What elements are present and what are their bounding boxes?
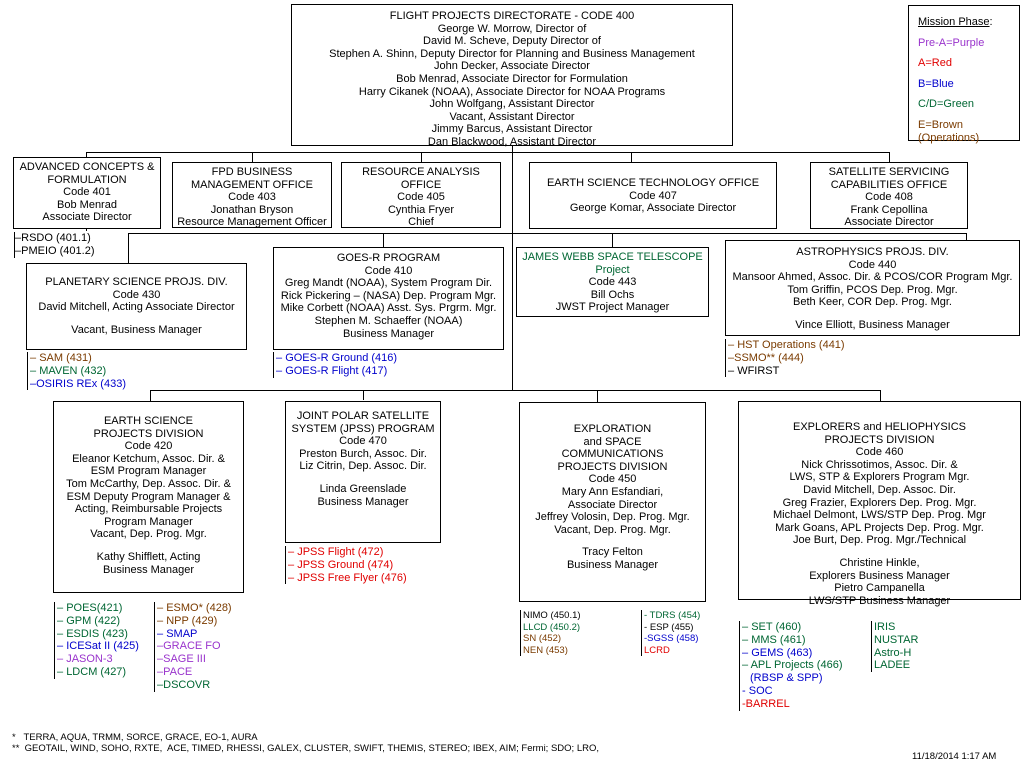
list-item: –SSMO** (444) [725,351,845,365]
exploration-projects-list-right: - TDRS (454) - ESP (455) -SGSS (458) LCR… [641,610,700,656]
list-item: – JPSS Flight (472) [285,546,407,559]
earth-tech-office-box: EARTH SCIENCE TECHNOLOGY OFFICE Code 407… [529,162,777,229]
list-item: SN (452) [520,633,581,645]
satellite-servicing-box: SATELLITE SERVICING CAPABILITIES OFFICE … [810,162,968,229]
directorate-line: Jimmy Barcus, Assistant Director [431,123,593,136]
earth-science-division-box: EARTH SCIENCE PROJECTS DIVISION Code 420… [53,401,244,593]
footnote-double-star: ** GEOTAIL, WIND, SOHO, RXTE, ACE, TIMED… [12,743,599,754]
explorers-projects-list-right: IRIS NUSTAR Astro-H LADEE [871,621,918,673]
jpss-projects-list: – JPSS Flight (472) – JPSS Ground (474) … [285,546,407,585]
list-item: LADEE [871,659,918,673]
list-item: –PACE [154,665,232,679]
directorate-line: Bob Menrad, Associate Director for Formu… [396,72,628,85]
fpd-business-box: FPD BUSINESS MANAGEMENT OFFICE Code 403 … [172,162,332,228]
list-item: – JPSS Ground (474) [285,558,407,572]
list-item: – MMS (461) [739,633,843,647]
legend-item: E=Brown (Operations) [918,118,980,144]
directorate-line: Vacant, Assistant Director [449,110,575,123]
list-item: – NPP (429) [154,614,232,628]
explorers-heliophysics-box: EXPLORERS and HELIOPHYSICS PROJECTS DIVI… [738,401,1021,607]
directorate-line: FLIGHT PROJECTS DIRECTORATE - CODE 400 [389,10,635,22]
list-item: – MAVEN (432) [27,364,126,378]
list-item: – GOES-R Ground (416) [273,352,397,365]
resource-analysis-box: RESOURCE ANALYSIS OFFICE Code 405 Cynthi… [341,162,501,228]
list-item: -SGSS (458) [641,633,700,645]
astrophysics-projects-list: – HST Operations (441) –SSMO** (444) – W… [725,339,845,378]
directorate-line: Dan Blackwood, Assistant Director [427,135,597,148]
list-item: IRIS [871,621,918,634]
exploration-division-box: EXPLORATION and SPACE COMMUNICATIONS PRO… [519,402,706,602]
list-item: - TDRS (454) [641,610,700,622]
legend-title: Mission Phase [918,16,990,28]
list-item: NIMO (450.1) [520,610,581,622]
legend-item: B=Blue [918,77,954,90]
jpss-program-box: JOINT POLAR SATELLITE SYSTEM (JPSS) PROG… [285,401,441,543]
list-item: – SMAP [154,627,232,641]
planetary-projects-list: – SAM (431) – MAVEN (432) –OSIRIS REx (4… [27,352,126,391]
list-item: LCRD [641,644,700,656]
directorate-line: Stephen A. Shinn, Deputy Director for Pl… [329,47,695,60]
list-item: – ESDIS (423) [54,627,139,641]
list-item: – GPM (422) [54,614,139,628]
list-item: – SAM (431) [27,352,126,365]
directorate-line: George W. Morrow, Director of [437,22,587,35]
planetary-science-box: PLANETARY SCIENCE PROJS. DIV. Code 430 D… [26,263,247,350]
list-item: –GRACE FO [154,640,232,654]
astrophysics-box: ASTROPHYSICS PROJS. DIV. Code 440 Mansoo… [725,240,1020,336]
directorate-line: Harry Cikanek (NOAA), Associate Director… [358,85,666,98]
advanced-concepts-box: ADVANCED CONCEPTS & FORMULATION Code 401… [13,157,161,229]
list-item: – WFIRST [725,364,845,378]
goes-r-program-box: GOES-R PROGRAM Code 410 Greg Mandt (NOAA… [273,247,504,350]
list-item: –DSCOVR [154,678,232,692]
exploration-projects-list-left: NIMO (450.1) LLCD (450.2) SN (452) NEN (… [520,610,581,656]
directorate-line: David M. Scheve, Deputy Director of [423,35,601,48]
advanced-concepts-list: –RSDO (401.1) –PMEIO (401.2) [14,232,95,258]
list-item: - ESP (455) [641,621,700,633]
list-item: – JPSS Free Flyer (476) [285,571,407,585]
mission-phase-legend: Mission Phase: Pre-A=Purple A=Red B=Blue… [908,5,1020,144]
directorate-line: John Wolfgang, Assistant Director [429,98,595,111]
list-item: – GEMS (463) [739,646,843,660]
list-item: –OSIRIS REx (433) [27,377,126,391]
list-item: – ICESat II (425) [54,640,139,654]
list-item: – ESMO* (428) [154,602,232,615]
footnote-single-star: * TERRA, AQUA, TRMM, SORCE, GRACE, EO-1,… [12,732,258,743]
legend-item: C/D=Green [918,98,974,110]
list-item: - SOC [739,684,843,698]
list-item: -BARREL [739,697,843,711]
list-item: – LDCM (427) [54,665,139,679]
list-item: –SAGE III [154,653,232,666]
list-item: – GOES-R Flight (417) [273,364,397,378]
earth-science-projects-list-left: – POES(421) – GPM (422) – ESDIS (423) – … [54,602,139,679]
list-item: – APL Projects (466) [739,659,843,673]
legend-item: A=Red [918,57,952,69]
jwst-project-box: JAMES WEBB SPACE TELESCOPE Project Code … [516,247,709,317]
explorers-projects-list-left: – SET (460) – MMS (461) – GEMS (463) – A… [739,621,843,711]
list-item: NUSTAR [871,633,918,647]
list-item: – SET (460) [739,621,843,634]
directorate-line: John Decker, Associate Director [434,60,590,73]
list-item: LLCD (450.2) [520,621,581,633]
list-item: (RBSP & SPP) [739,672,843,685]
list-item: – HST Operations (441) [725,339,845,352]
directorate-box: FLIGHT PROJECTS DIRECTORATE - CODE 400 G… [291,4,733,148]
legend-item: Pre-A=Purple [918,36,985,49]
earth-science-projects-list-right: – ESMO* (428) – NPP (429) – SMAP –GRACE … [154,602,232,692]
list-item: – JASON-3 [54,653,139,666]
list-item: Astro-H [871,646,918,660]
list-item: – POES(421) [54,602,139,615]
goes-r-projects-list: – GOES-R Ground (416) – GOES-R Flight (4… [273,352,397,378]
list-item: NEN (453) [520,644,581,656]
timestamp: 11/18/2014 1:17 AM [912,751,997,762]
